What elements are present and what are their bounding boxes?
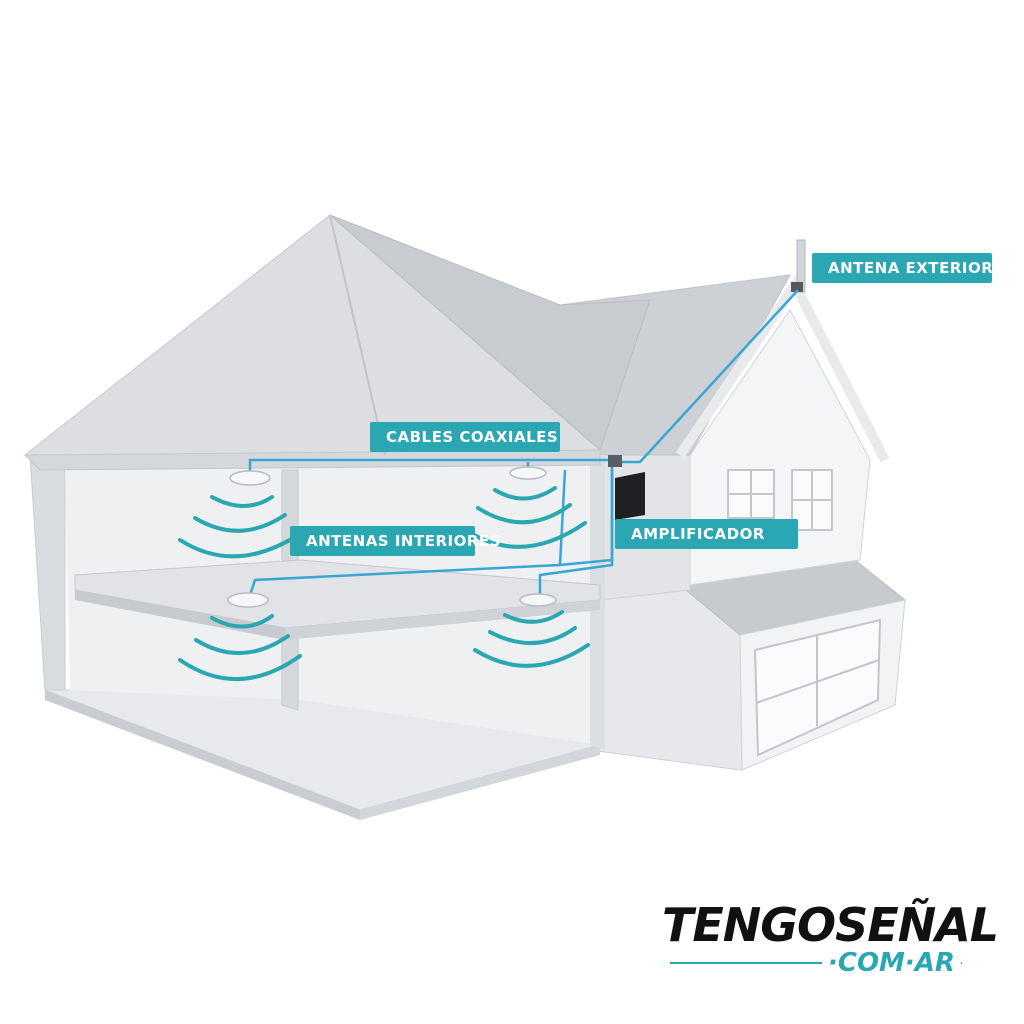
indoor-antenna-icon [519,593,557,607]
indoor-antenna-icon [227,592,269,608]
main-house [23,214,651,820]
logo-underline [670,962,962,964]
label-antenas-interiores: ANTENAS INTERIORES [290,526,500,556]
garage-wing [589,559,907,771]
label-amplificador: AMPLIFICADOR [615,519,798,549]
signal-waves-lower-right [473,610,590,668]
logo-wordmark: TENGOSEÑAL [662,898,999,952]
window-right [791,469,833,531]
brand-logo: TENGOSEÑAL ·COM·AR [662,895,999,985]
signal-waves-upper-right [461,486,587,549]
label-cables-coaxiales: CABLES COAXIALES [370,422,560,452]
indoor-antenna-icon [229,470,271,486]
label-antena-exterior: ANTENA EXTERIOR [812,253,993,283]
exterior-antenna-icon [791,239,806,293]
gable-wing [559,274,890,601]
cable-connector [608,455,622,467]
logo-domain: ·COM·AR [822,947,961,979]
signal-waves-lower-left [178,614,302,681]
coaxial-cables [248,289,799,596]
indoor-antenna-icon [509,466,547,480]
amplifier-icon [615,472,645,520]
signal-waves-upper-left [178,495,300,559]
window-left [727,469,775,519]
